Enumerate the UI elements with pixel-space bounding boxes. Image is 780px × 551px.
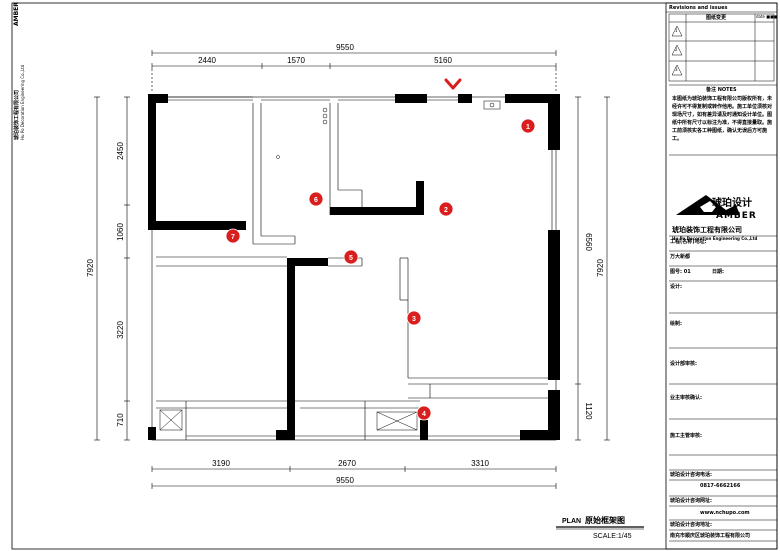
field-phone-label: 琥珀设计咨询电话: [670, 472, 713, 478]
revision-row-1: 1 [675, 28, 678, 33]
title-block-lines [666, 11, 777, 542]
side-logo-text: AMBER [13, 2, 20, 26]
company-name-cn: 琥珀装饰工程有限公司 [672, 226, 742, 234]
field-drafter: 绘制: [670, 321, 682, 327]
title-en: PLAN [562, 518, 581, 525]
field-address: 南充市顺庆区琥珀装饰工程有限公司 [670, 533, 751, 539]
dim-left-seg-3: 3220 [116, 321, 125, 339]
svg-text:1: 1 [526, 124, 530, 131]
title-block-frame [665, 2, 778, 550]
dim-top-seg-2: 1570 [287, 56, 305, 65]
dim-left-seg-4: 710 [116, 413, 125, 427]
field-owner-confirm: 业主审核确认: [670, 395, 703, 401]
company-name-en: Hu Po Decoration Engineering Co.,Ltd [672, 236, 758, 241]
dim-bottom-seg-2: 2670 [338, 459, 356, 468]
revision-row-2: 2 [675, 47, 678, 52]
entrance-arrow [444, 78, 462, 90]
field-construction-review: 施工主管审核: [670, 433, 703, 439]
marker-5: 5 [343, 249, 359, 265]
marker-4: 4 [416, 405, 432, 421]
side-company-cn: 琥珀装饰工程有限公司 [13, 90, 20, 140]
scale-label: SCALE:1/45 [593, 533, 632, 540]
svg-text:2: 2 [444, 207, 448, 214]
field-design-review: 设计部审核: [670, 361, 698, 367]
dimension-labels: 9550 2440 1570 5160 3190 2670 3310 9550 … [86, 43, 605, 485]
title-cn: 原始框架图 [585, 515, 625, 525]
marker-6: 6 [308, 191, 324, 207]
svg-text:4: 4 [422, 411, 426, 418]
dim-left-seg-1: 2450 [116, 142, 125, 160]
marker-2: 2 [438, 201, 454, 217]
svg-text:7: 7 [231, 234, 235, 241]
notes-title: 备注 NOTES [706, 87, 737, 93]
side-company-en: Hu Po Decoration Engineering Co.,Ltd [20, 64, 25, 140]
drawing-title: PLAN 原始框架图 SCALE:1/45 [556, 515, 644, 540]
revision-row-3: 3 [675, 67, 678, 72]
dim-top-seg-1: 2440 [198, 56, 216, 65]
floor-plan [148, 78, 560, 441]
field-date: 日期: [712, 269, 724, 275]
svg-text:3: 3 [412, 316, 416, 323]
revisions-date-col: date ■■■ [756, 14, 778, 19]
dim-bottom-seg-1: 3190 [212, 459, 230, 468]
fixtures [159, 100, 501, 431]
dim-bottom-seg-3: 3310 [471, 459, 489, 468]
marker-3: 3 [406, 310, 422, 326]
field-website-label: 琥珀设计咨询网址: [670, 498, 713, 504]
svg-text:6: 6 [314, 197, 318, 204]
field-designer: 设计: [670, 284, 682, 290]
dimension-lines [94, 50, 610, 489]
revisions-table-header: 图纸变更 [706, 15, 727, 21]
logo-en: AMBER [716, 211, 757, 221]
dim-left-total: 7920 [86, 259, 95, 277]
dim-top-seg-3: 5160 [434, 56, 452, 65]
field-drawing-no: 图号: 01 [670, 269, 691, 275]
marker-7: 7 [225, 228, 241, 244]
field-project-address: 工程(名称)地址: [670, 239, 707, 245]
dim-left-seg-2: 1060 [116, 223, 125, 241]
side-logo: AMBER [13, 2, 20, 26]
dim-right-total: 7920 [596, 259, 605, 277]
field-phone: 0817-6662166 [700, 483, 741, 489]
notes-text: 本图纸为琥珀装饰工程有限公司版权所有，未经许可不得复制或转作他用。施工单位须核对… [672, 96, 773, 142]
field-project-name: 万大新都 [670, 254, 691, 260]
revisions-label: Revisions and issues [669, 5, 728, 11]
interior-lines [156, 96, 553, 440]
marker-1: 1 [520, 118, 536, 134]
company-logo: 琥珀设计 AMBER [676, 195, 757, 221]
logo-cn: 琥珀设计 [712, 196, 752, 209]
field-website: www.nchupo.com [700, 510, 750, 516]
svg-text:5: 5 [349, 255, 353, 262]
dim-right-seg-2: 1120 [584, 402, 593, 420]
side-company-label: 琥珀装饰工程有限公司 Hu Po Decoration Engineering … [13, 64, 25, 140]
dim-right-seg-1: 6560 [584, 233, 593, 251]
walls [148, 94, 560, 440]
dim-top-total: 9550 [336, 43, 354, 52]
field-address-label: 琥珀设计咨询地址: [670, 522, 713, 528]
dim-bottom-total: 9550 [336, 476, 354, 485]
